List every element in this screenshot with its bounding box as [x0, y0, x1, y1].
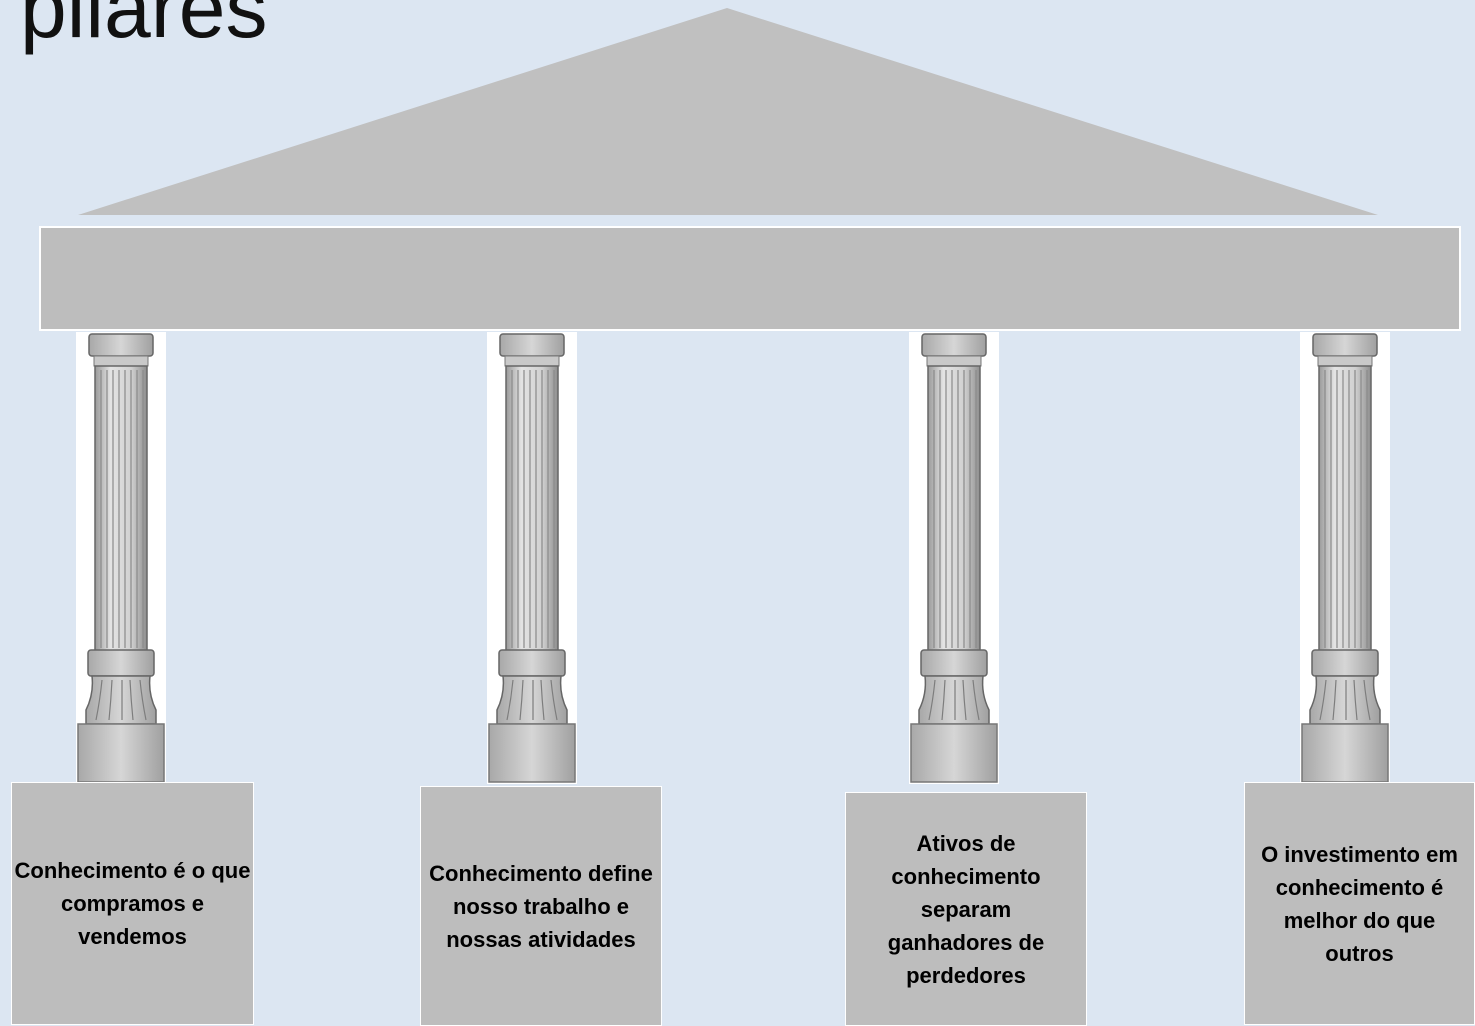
pillar-base-4: O investimento em conhecimento é melhor … [1244, 782, 1475, 1025]
pillar-text-4: O investimento em conhecimento é melhor … [1261, 841, 1458, 966]
entablature [39, 226, 1461, 331]
pediment [78, 8, 1378, 215]
pillar-text-2: Conhecimento define nosso trabalho e nos… [429, 860, 653, 952]
slide-title: pilares [20, 0, 268, 55]
column-4 [1299, 331, 1391, 785]
pillar-text-3: Ativos de conhecimento separam ganhadore… [887, 830, 1045, 988]
pillar-text-1: Conhecimento é o que compramos e vendemo… [14, 858, 251, 949]
column-2 [486, 331, 578, 785]
pillar-base-3: Ativos de conhecimento separam ganhadore… [845, 792, 1087, 1026]
pillar-base-1: Conhecimento é o que compramos e vendemo… [11, 782, 254, 1025]
column-3 [908, 331, 1000, 785]
pillar-base-2: Conhecimento define nosso trabalho e nos… [420, 786, 662, 1026]
column-1 [75, 331, 167, 785]
